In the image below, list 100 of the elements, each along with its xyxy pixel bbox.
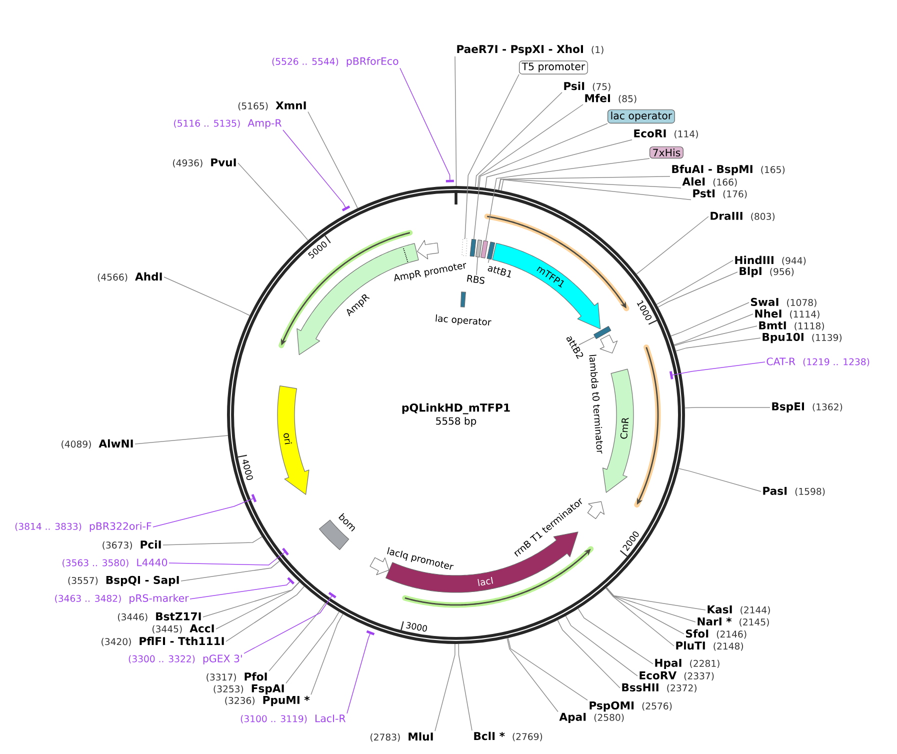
leader-line <box>578 608 654 664</box>
leader-line <box>164 276 250 316</box>
leader-line <box>454 56 457 186</box>
leader-line <box>168 552 285 566</box>
leader-line <box>238 162 308 241</box>
leader-line <box>578 336 596 346</box>
leader-line <box>162 536 262 546</box>
site-label: NarI * (2145) <box>698 617 769 627</box>
feature-mark <box>486 242 496 260</box>
site-label: (3673) PciI <box>102 540 161 550</box>
leader-line <box>658 272 738 308</box>
leader-line <box>606 587 706 610</box>
primer-label: (3100 .. 3119) LacI-R <box>240 714 346 724</box>
feature-label: RBS <box>467 274 485 284</box>
scale-label: 3000 <box>406 622 427 632</box>
site-label: PspOMI (2576) <box>590 701 672 712</box>
site-label: PaeR7I - PspXI - XhoI (1) <box>457 44 604 56</box>
feature-mark <box>593 326 612 340</box>
primer-label: (3300 .. 3322) pGEX 3' <box>128 654 242 664</box>
leader-line <box>684 407 770 408</box>
feature-label: lac operator <box>608 109 675 124</box>
leader-line <box>202 582 300 618</box>
site-label: HpaI (2281) <box>655 658 720 670</box>
site-label: BfuAI - BspMI (165) <box>672 164 785 176</box>
site-label: (4089) AlwNI <box>62 439 133 449</box>
feature-arc: CmR <box>602 368 634 493</box>
site-label: BlpI (956) <box>740 266 794 278</box>
site-label: BspEI (1362) <box>772 402 842 413</box>
leader-line <box>282 130 346 208</box>
node-label: lacIq promoter <box>387 547 454 570</box>
site-label: BssHII (2372) <box>622 683 696 693</box>
leader-line <box>674 314 754 346</box>
site-label: (3420) PflFI - Tth111I <box>102 636 224 646</box>
primer-mark <box>282 548 289 556</box>
leader-line <box>676 338 761 352</box>
leader-line <box>475 92 562 188</box>
feature-label: T5 promoter <box>519 60 588 74</box>
site-label: SfoI (2146) <box>686 629 746 639</box>
leader-line <box>674 326 758 346</box>
leader-line <box>434 644 456 732</box>
leader-line <box>476 256 478 276</box>
leader-line <box>244 596 332 654</box>
leader-line <box>678 468 762 492</box>
leader-line <box>500 179 692 200</box>
primer-label: (5116 .. 5135) Amp-R <box>174 119 282 129</box>
feature-bar: lac operator <box>436 292 492 326</box>
leader-line <box>606 587 696 622</box>
leader-line <box>152 498 254 528</box>
site-label: AleI (166) <box>682 177 737 187</box>
site-label: (4936) PvuI <box>173 158 236 168</box>
leader-line <box>268 602 326 672</box>
site-label: HindIII (944) <box>735 256 806 266</box>
site-label: BclI * (2769) <box>474 732 542 742</box>
site-label: BmtI (1118) <box>759 321 824 331</box>
leader-line <box>656 260 734 305</box>
feature-mark <box>462 238 468 256</box>
primer-mark <box>251 494 257 502</box>
feature-mark <box>480 240 488 258</box>
site-label: PasI (1598) <box>763 486 825 496</box>
feature-arc: ori <box>277 386 310 495</box>
site-label: (5165) XmnI <box>238 101 306 111</box>
node-label: lac operator <box>436 314 492 326</box>
site-label: NheI (1114) <box>755 309 820 319</box>
leader-line <box>485 158 650 242</box>
site-label: (4566) AhdI <box>98 272 162 282</box>
leader-line <box>605 588 674 646</box>
primer-mark <box>342 206 350 212</box>
primer-label: (3563 .. 3580) L4440 <box>62 558 168 568</box>
primer-mark <box>287 577 295 584</box>
feature-mark <box>476 240 482 258</box>
leader-line <box>672 362 766 376</box>
primer-label: (5526 .. 5544) pBRforEco <box>272 57 398 67</box>
site-label: EcoRI (114) <box>634 129 698 139</box>
leader-line <box>346 634 370 714</box>
leader-line <box>190 581 290 600</box>
primer-mark <box>366 630 375 636</box>
leader-line <box>286 611 340 684</box>
primer-label: (3463 .. 3482) pRS-marker <box>55 594 189 604</box>
leader-line <box>464 74 520 240</box>
leader-line <box>565 616 638 676</box>
site-label: (2783) MluI <box>370 732 433 742</box>
primer-label: CAT-R (1219 .. 1238) <box>766 358 870 366</box>
primer-label: (3814 .. 3833) pBR322ori-F <box>15 522 152 532</box>
site-label: Bpu10I (1139) <box>762 332 842 344</box>
primer-mark <box>446 180 454 182</box>
leader-line <box>606 587 684 634</box>
leader-line <box>506 638 558 712</box>
site-label: PsiI (75) <box>564 82 610 92</box>
leader-line <box>310 614 344 696</box>
leader-line <box>636 216 709 274</box>
leader-line <box>400 68 450 180</box>
primer-mark <box>328 592 336 598</box>
site-label: ApaI (2580) <box>559 712 624 724</box>
leader-line <box>670 302 750 336</box>
leader-line <box>508 638 588 701</box>
site-label: MfeI (85) <box>585 94 636 104</box>
feature-label: 7xHis <box>650 146 684 159</box>
leader-line <box>308 111 358 209</box>
node-label: lambda t0 terminator <box>589 354 603 454</box>
leader-line <box>216 582 300 630</box>
